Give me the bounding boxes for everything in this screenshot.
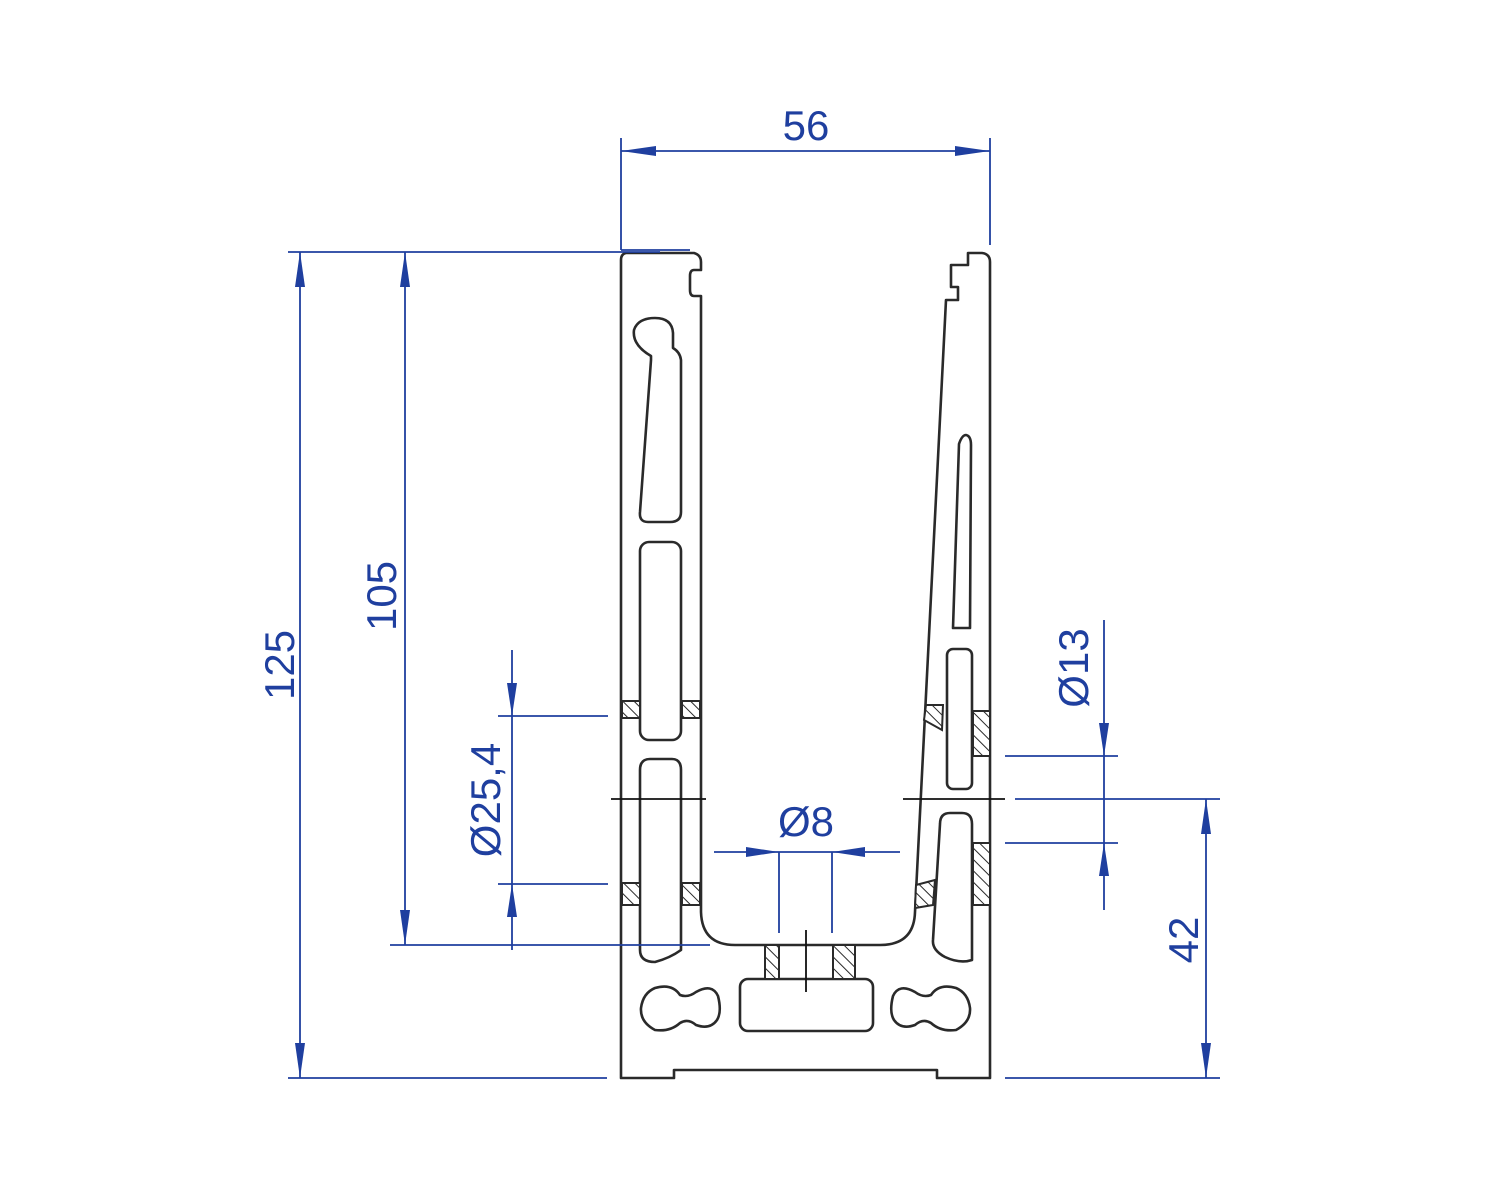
hatch-right-3 — [922, 704, 945, 732]
dimension-inner-height: 105 — [358, 252, 710, 946]
hatch-right-2 — [972, 842, 991, 906]
dimension-total-height: 125 — [256, 251, 660, 1079]
hole-height-label: 42 — [1160, 917, 1207, 964]
right-thin-slot — [951, 433, 973, 630]
total-height-label: 125 — [256, 630, 303, 700]
hatch-left-3 — [621, 882, 641, 906]
left-hole-label: Ø25,4 — [462, 743, 509, 857]
dimension-width: 56 — [620, 102, 991, 251]
left-keyhole-cavity — [632, 316, 683, 524]
dimension-bottom-hole: Ø8 — [714, 798, 900, 933]
hatch-left-2 — [681, 700, 701, 719]
base-left-cavity — [639, 985, 722, 1032]
hatch-left-4 — [681, 882, 701, 906]
hatch-bottom-1 — [764, 944, 780, 980]
width-label: 56 — [783, 102, 830, 149]
hatch-right-4 — [913, 878, 937, 910]
right-hole-label: Ø13 — [1050, 628, 1097, 707]
dimension-hole-height: 42 — [1005, 798, 1220, 1079]
outer-contour — [619, 251, 992, 1080]
left-slot-upper — [638, 540, 683, 742]
inner-height-label: 105 — [358, 561, 405, 631]
hatch-left-1 — [621, 700, 641, 719]
hatch-right-1 — [972, 710, 991, 757]
profile-outline — [611, 251, 1005, 1080]
hatch-bottom-2 — [832, 944, 856, 980]
dimension-right-hole: Ø13 — [1005, 620, 1118, 910]
dimension-left-hole: Ø25,4 — [462, 650, 608, 950]
right-slot-lower — [931, 811, 974, 963]
base-right-cavity — [889, 985, 972, 1032]
left-slot-lower — [638, 757, 683, 964]
bottom-hole-label: Ø8 — [778, 798, 834, 845]
right-slot-upper — [945, 647, 974, 791]
